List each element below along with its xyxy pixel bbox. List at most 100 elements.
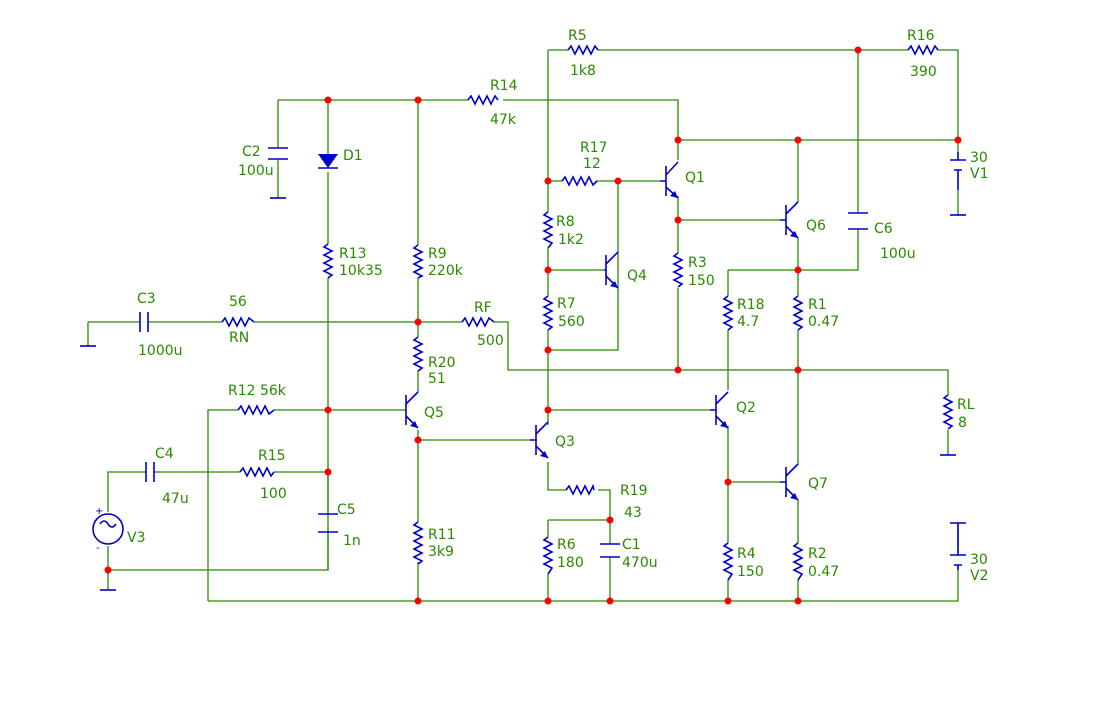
label-r14-value: 47k <box>490 112 517 128</box>
label-r18-value: 4.7 <box>737 314 759 330</box>
transistor-q2 <box>710 391 729 429</box>
label-r19-value: 43 <box>624 505 642 521</box>
label-c3: C3 <box>137 291 156 307</box>
capacitor-c5 <box>318 513 338 533</box>
resistor-r14 <box>467 94 499 106</box>
resistor-r8 <box>542 211 554 249</box>
resistor-r9 <box>412 244 424 279</box>
label-c2: C2 <box>242 144 261 160</box>
label-r1: R1 <box>808 297 827 313</box>
wire-r12 <box>207 409 406 601</box>
label-r3-value: 150 <box>688 273 715 289</box>
resistor-r13 <box>322 243 334 279</box>
label-r4-value: 150 <box>737 564 764 580</box>
resistors <box>221 44 954 581</box>
label-rf-value: 500 <box>477 333 504 349</box>
label-r9-value: 220k <box>428 263 464 279</box>
wire-r5-rail <box>547 49 959 181</box>
transistors <box>405 161 799 501</box>
label-r2: R2 <box>808 546 827 562</box>
label-c1-value: 470u <box>622 555 658 571</box>
capacitor-c1 <box>600 543 620 558</box>
label-q4: Q4 <box>627 268 647 284</box>
label-r17: R17 <box>580 140 608 156</box>
label-r8: R8 <box>556 214 575 230</box>
label-c3-value: 1000u <box>138 343 183 359</box>
resistor-r3 <box>672 252 684 288</box>
diode-d1-body <box>318 154 338 168</box>
label-q5: Q5 <box>424 405 444 421</box>
label-r15-value: 100 <box>260 486 287 502</box>
label-rn: RN <box>229 330 249 346</box>
resistor-r4 <box>722 542 734 581</box>
label-r11-value: 3k9 <box>428 544 454 560</box>
label-r18: R18 <box>737 297 765 313</box>
label-r6: R6 <box>557 537 576 553</box>
grounds <box>80 197 966 591</box>
transistor-q6 <box>780 201 799 239</box>
label-q1: Q1 <box>685 170 705 186</box>
resistor-r18 <box>722 295 734 331</box>
wire-r18 <box>727 269 798 390</box>
label-rf: RF <box>474 300 492 316</box>
label-r16: R16 <box>907 28 935 44</box>
resistor-r17 <box>561 175 598 187</box>
label-r4: R4 <box>737 546 756 562</box>
label-r7: R7 <box>557 296 576 312</box>
transistor-q4 <box>604 251 619 289</box>
resistor-r15 <box>239 466 275 478</box>
wire-c3-rn-rf <box>87 321 949 395</box>
label-rn-value: 56 <box>229 294 247 310</box>
label-r6-value: 180 <box>557 555 584 571</box>
label-r7-value: 560 <box>558 314 585 330</box>
capacitor-c2 <box>268 147 288 160</box>
capacitor-c4 <box>145 462 155 482</box>
capacitors <box>139 147 868 558</box>
resistor-r1 <box>792 295 804 331</box>
wire-d1-r13 <box>108 100 329 571</box>
label-r13: R13 <box>339 246 367 262</box>
wire-r15-c4 <box>107 471 329 570</box>
label-v3: V3 <box>127 530 145 546</box>
transistor-q3 <box>530 421 549 459</box>
label-r8-value: 1k2 <box>558 232 584 248</box>
label-r9: R9 <box>428 246 447 262</box>
resistor-rn <box>221 316 255 328</box>
transistor-q1 <box>660 161 679 199</box>
resistor-rl <box>942 394 954 430</box>
wire-bottom-rail <box>208 570 959 602</box>
wire-r6-c1 <box>547 519 611 601</box>
label-r5-value: 1k8 <box>570 63 596 79</box>
resistor-r16 <box>907 44 939 56</box>
label-r2-value: 0.47 <box>808 564 839 580</box>
ac-source-v3 <box>92 513 124 545</box>
label-rl-value: 8 <box>958 415 967 431</box>
labels: R5 1k8 R16 390 R14 47k R17 12 C2 100u D1… <box>95 28 988 584</box>
label-r17-value: 12 <box>583 156 601 172</box>
resistor-r5 <box>567 44 599 56</box>
transistor-q5 <box>405 391 419 429</box>
label-rl: RL <box>957 397 975 413</box>
label-q2: Q2 <box>736 400 756 416</box>
label-d1: D1 <box>343 148 363 164</box>
resistor-r7 <box>542 295 554 331</box>
label-r16-value: 390 <box>910 64 937 80</box>
label-r3: R3 <box>688 255 707 271</box>
resistor-r12 <box>237 404 275 416</box>
capacitor-c3 <box>139 312 149 332</box>
label-c1: C1 <box>622 537 641 553</box>
label-r14: R14 <box>490 78 518 94</box>
label-r19: R19 <box>620 483 648 499</box>
label-c5: C5 <box>337 502 356 518</box>
label-r12: R12 56k <box>228 383 287 399</box>
label-v2: V2 <box>970 568 988 584</box>
label-r15: R15 <box>258 448 286 464</box>
label-r5: R5 <box>568 28 587 44</box>
label-c6-value: 100u <box>880 246 916 262</box>
sources <box>92 152 966 570</box>
nodes <box>104 46 962 605</box>
label-r1-value: 0.47 <box>808 314 839 330</box>
battery-v1 <box>950 152 966 190</box>
wire-c6 <box>798 50 859 271</box>
